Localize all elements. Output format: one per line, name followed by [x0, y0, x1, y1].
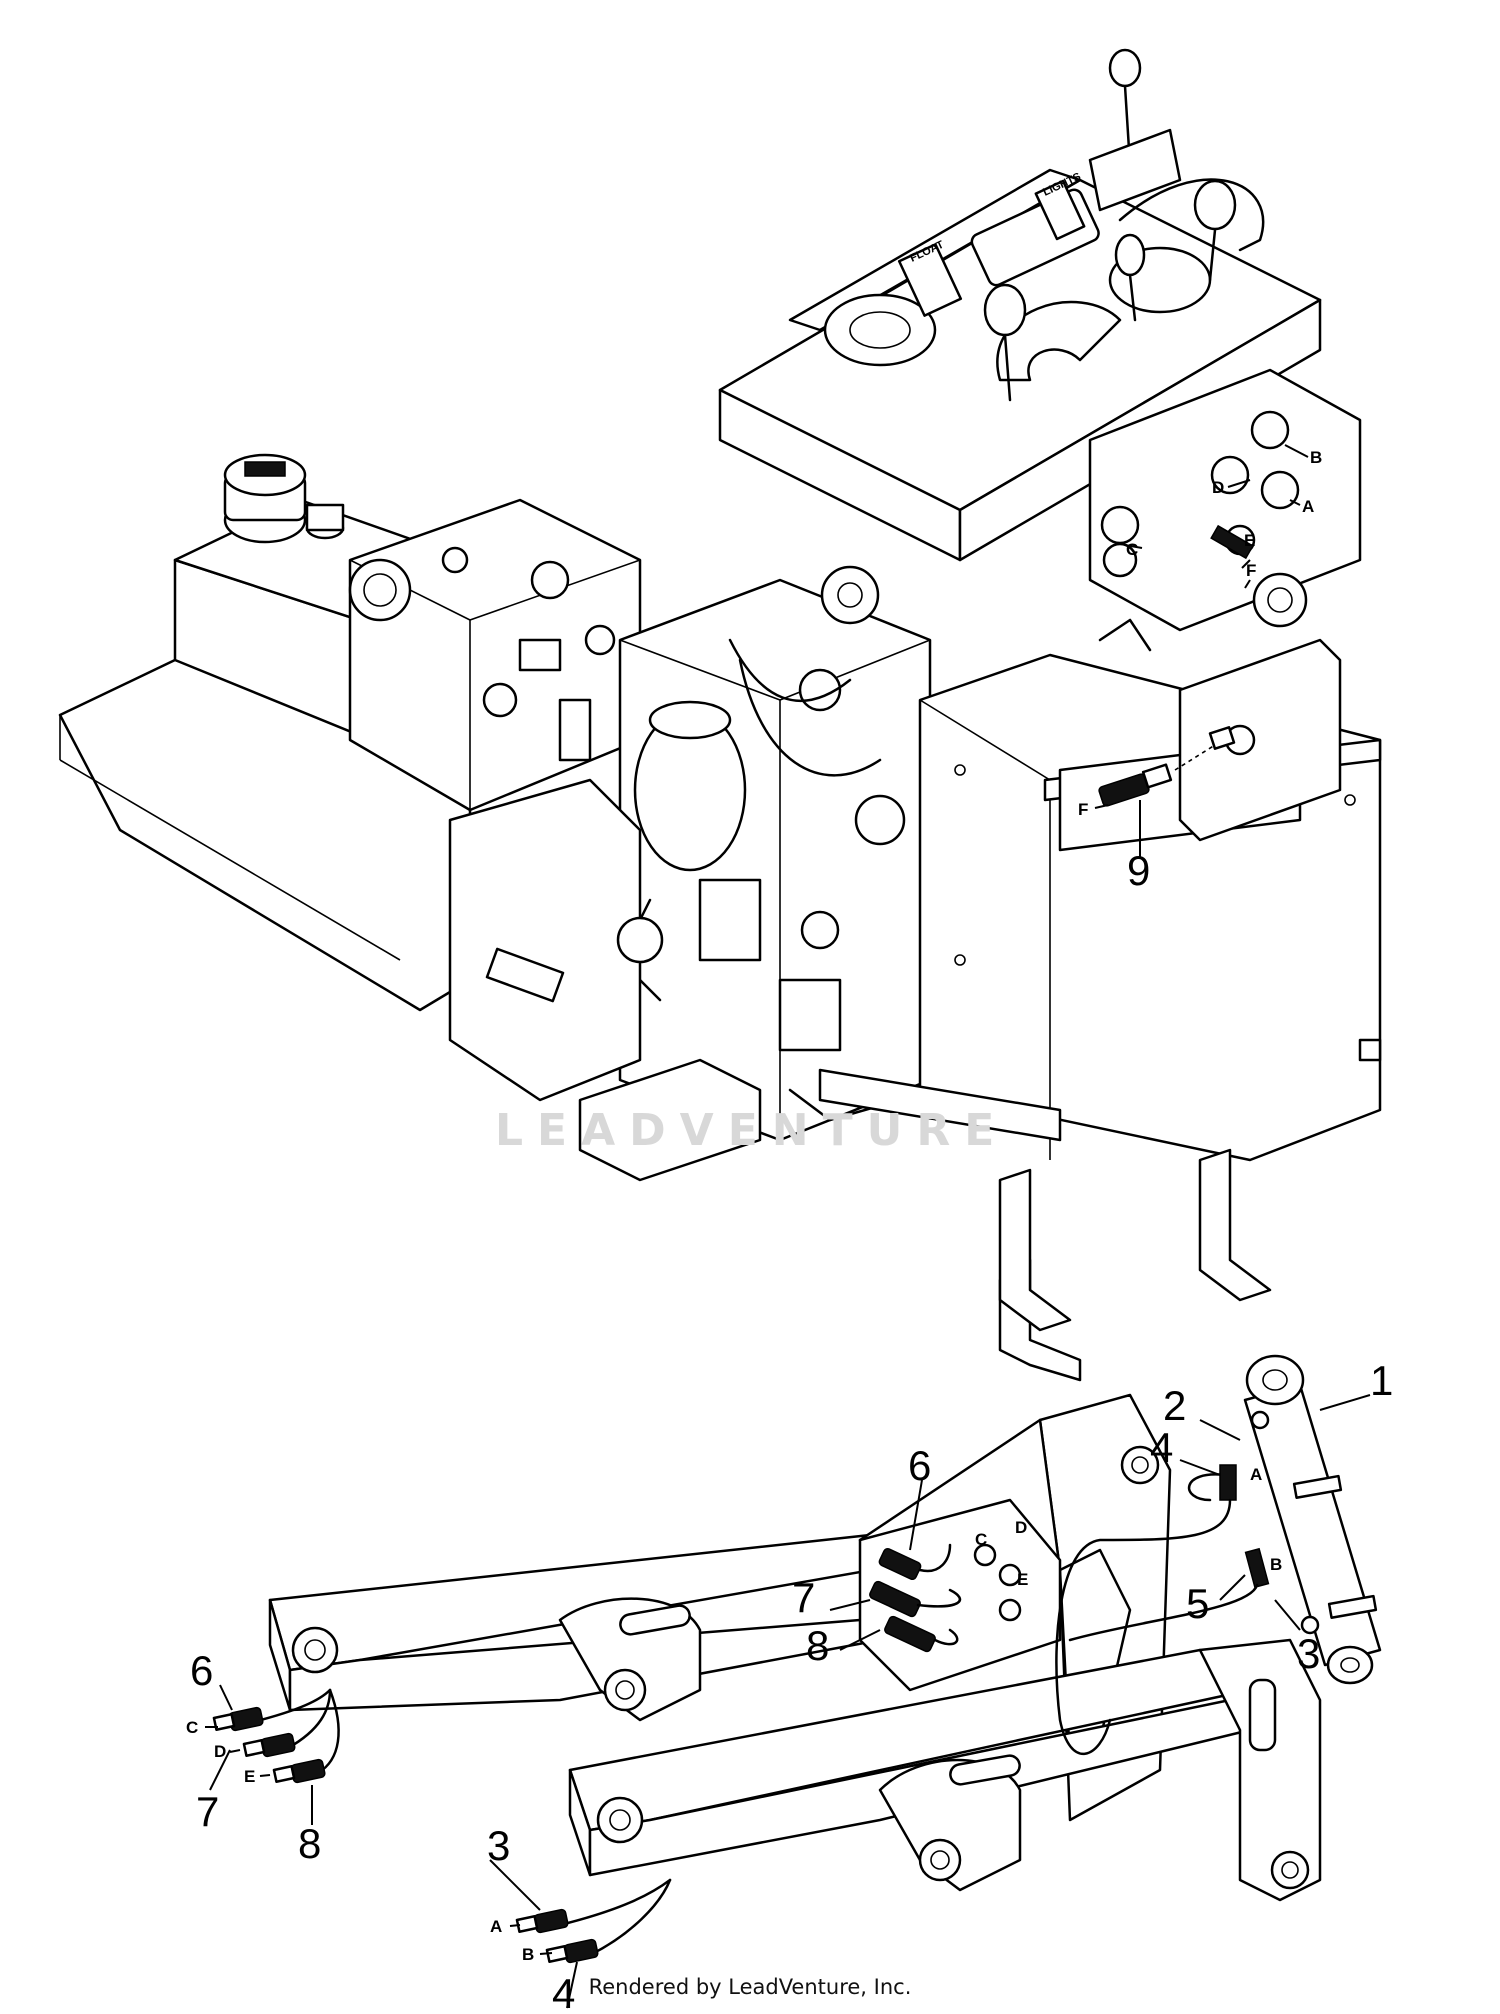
port-label-c-manifold: C [975, 1530, 987, 1549]
callout-6-loose: 6 [190, 1647, 213, 1694]
callout-9: 9 [1127, 847, 1150, 894]
callout-8-manifold: 8 [806, 1622, 829, 1669]
port-label-e-loose: E [244, 1767, 255, 1786]
port-label-a-loose: A [490, 1917, 502, 1936]
port-label-d-top: D [1212, 478, 1224, 497]
port-label-a-top: A [1302, 497, 1314, 516]
callout-4-cyl: 4 [1150, 1424, 1173, 1471]
callout-5: 5 [1186, 1580, 1209, 1627]
callout-4-loose: 4 [552, 1970, 575, 2014]
callout-7-manifold: 7 [792, 1574, 815, 1621]
callout-numbers: 9 1 2 4 5 3 6 7 8 6 7 8 3 4 [190, 847, 1393, 2014]
callout-7-loose: 7 [196, 1788, 219, 1835]
machine-assembly: FLOAT LIGHTS [58, 48, 1382, 1382]
operator-control-panel: FLOAT LIGHTS [718, 48, 1362, 842]
loader-arm-front [568, 1638, 1322, 1902]
loader-arm-assembly [212, 1354, 1382, 1964]
lift-cylinder [1243, 1354, 1382, 1685]
port-labels: B D A C E F F A B C D E C D E A B [186, 448, 1322, 1964]
manifold-hoses [869, 1464, 1270, 1755]
watermark: LEADVENTURE [495, 1105, 1008, 1156]
callout-1: 1 [1370, 1357, 1393, 1404]
port-label-b-top: B [1310, 448, 1322, 467]
callout-2: 2 [1163, 1382, 1186, 1429]
callout-6-manifold: 6 [908, 1442, 931, 1489]
render-credit: Rendered by LeadVenture, Inc. [588, 1975, 912, 1999]
loose-hose-set-34 [515, 1878, 672, 1964]
port-label-b-loose: B [522, 1945, 534, 1964]
callout-3-cyl: 3 [1297, 1630, 1320, 1677]
control-valve-block [348, 498, 642, 812]
callout-3-loose: 3 [487, 1822, 510, 1869]
port-label-e-manifold: E [1017, 1570, 1028, 1589]
port-label-b-cyl: B [1270, 1555, 1282, 1574]
callout-8-loose: 8 [298, 1820, 321, 1867]
port-label-f-top: F [1246, 561, 1256, 580]
port-label-a-cyl: A [1250, 1465, 1262, 1484]
port-label-c-top: C [1126, 540, 1138, 559]
leader-lines [205, 444, 1371, 2009]
port-label-c-loose: C [186, 1718, 198, 1737]
engine [618, 565, 932, 1142]
port-label-d-loose: D [214, 1742, 226, 1761]
port-label-d-manifold: D [1015, 1518, 1027, 1537]
port-label-e-top: E [1244, 531, 1255, 550]
port-label-f-hose9: F [1078, 800, 1088, 819]
loader-arm-rear [268, 1533, 902, 1722]
loose-hose-set-678 [212, 1688, 340, 1784]
part-9-hose [1098, 726, 1236, 807]
